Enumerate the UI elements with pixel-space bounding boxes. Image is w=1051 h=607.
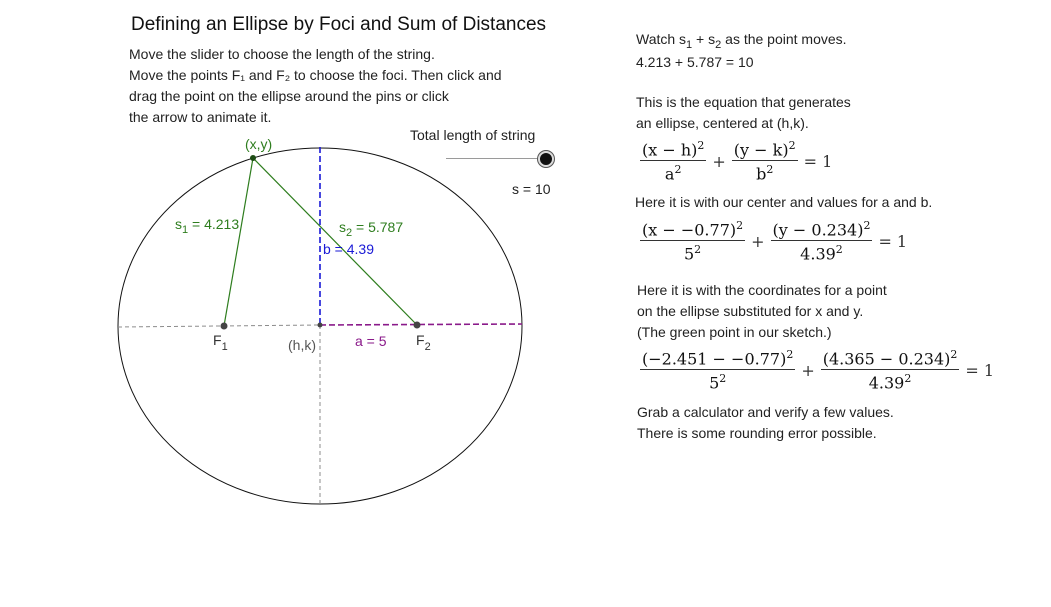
s1-label: s1 = 4.213 [175,216,239,236]
center-point [317,322,323,328]
string-length-slider-handle[interactable] [538,151,554,167]
center-label: (h,k) [288,337,316,353]
instruction-line-4: the arrow to animate it. [129,109,272,125]
point-label: (x,y) [245,136,272,152]
equation-intro-line-2: an ellipse, centered at (h,k). [636,115,809,131]
string-length-slider-track[interactable] [446,158,546,159]
a-label: a = 5 [355,333,387,349]
closing-line-2: There is some rounding error possible. [637,425,877,441]
sum-line: 4.213 + 5.787 = 10 [636,54,754,70]
point-intro-line-2: on the ellipse substituted for x and y. [637,303,864,319]
b-label: b = 4.39 [323,241,374,257]
instruction-line-2: Move the points F₁ and F₂ to choose the … [129,67,502,83]
equation-intro-line-1: This is the equation that generates [636,94,851,110]
semi-major-axis-a [319,323,523,326]
instruction-line-1: Move the slider to choose the length of … [129,46,435,62]
s2-label: s2 = 5.787 [339,219,403,239]
f2-label: F2 [416,332,431,353]
string-segment-s1 [223,157,254,327]
f1-label: F1 [213,332,228,353]
closing-line-1: Grab a calculator and verify a few value… [637,404,894,420]
point-intro-line-1: Here it is with the coordinates for a po… [637,282,887,298]
center-intro: Here it is with our center and values fo… [635,194,933,210]
point-on-ellipse[interactable] [250,155,256,161]
slider-label: Total length of string [410,127,536,143]
focus-f2-point[interactable] [413,321,421,329]
slider-value: s = 10 [512,181,551,197]
focus-f1-point[interactable] [220,322,228,330]
watch-line: Watch s1 + s2 as the point moves. [636,31,847,51]
instruction-line-3: drag the point on the ellipse around the… [129,88,449,104]
point-intro-line-3: (The green point in our sketch.) [637,324,832,340]
major-axis-left [117,324,321,328]
string-segment-s2 [252,157,418,326]
page-title: Defining an Ellipse by Foci and Sum of D… [131,14,547,35]
